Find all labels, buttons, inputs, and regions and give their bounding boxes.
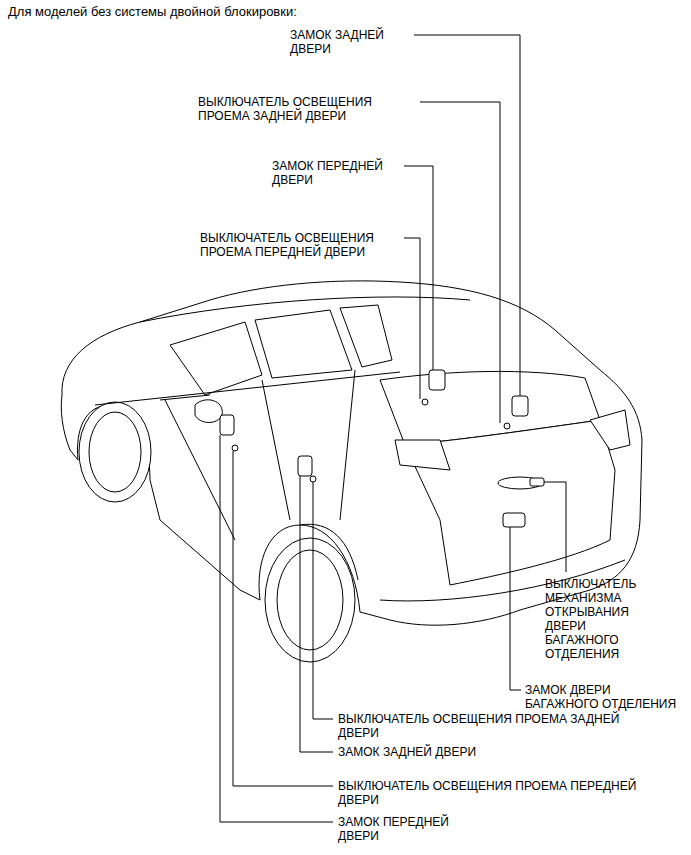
leader-lines (220, 35, 566, 822)
part-label: ВЫКЛЮЧАТЕЛЬ ОСВЕЩЕНИЯ ПРОЕМА ПЕРЕДНЕЙ ДВ… (338, 779, 638, 807)
part-label: ЗАМОК ДВЕРИ БАГАЖНОГО ОТДЕЛЕНИЯ (525, 683, 685, 711)
part-label: ВЫКЛЮЧАТЕЛЬ ОСВЕЩЕНИЯ ПРОЕМА ЗАДНЕЙ ДВЕР… (198, 95, 416, 123)
part-label: ВЫКЛЮЧАТЕЛЬ ОСВЕЩЕНИЯ ПРОЕМА ПЕРЕДНЕЙ ДВ… (200, 231, 402, 259)
part-label: ВЫКЛЮЧАТЕЛЬ ОСВЕЩЕНИЯ ПРОЕМА ЗАДНЕЙ ДВЕР… (338, 712, 638, 740)
part-label: ЗАМОК ПЕРЕДНЕЙ ДВЕРИ (338, 815, 468, 843)
part-label: ЗАМОК ПЕРЕДНЕЙ ДВЕРИ (272, 159, 402, 187)
part-label: ЗАМОК ЗАДНЕЙ ДВЕРИ (290, 28, 412, 56)
part-label: ЗАМОК ЗАДНЕЙ ДВЕРИ (338, 745, 638, 759)
title: Для моделей без системы двойной блокиров… (8, 4, 297, 19)
part-label: ВЫКЛЮЧАТЕЛЬ МЕХАНИЗМА ОТКРЫВАНИЯ ДВЕРИ Б… (545, 577, 653, 661)
